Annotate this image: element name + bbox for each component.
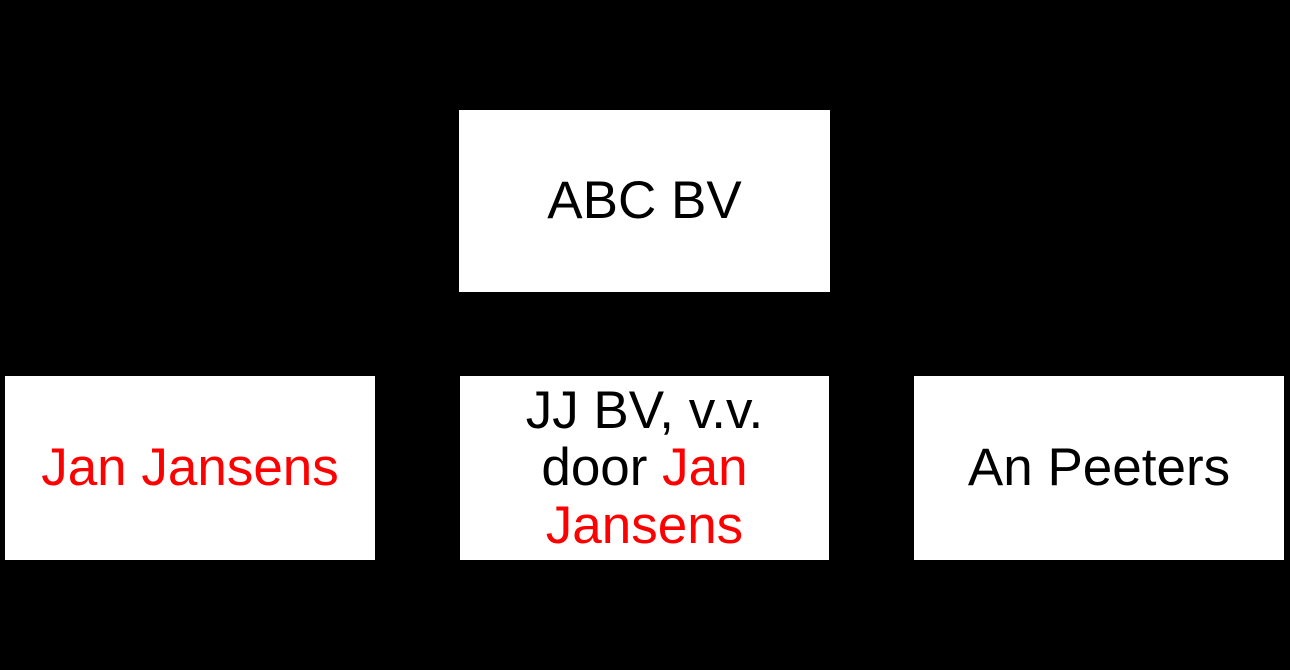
label-line: JJ BV, v.v.	[526, 382, 764, 439]
label-segment: ABC BV	[547, 171, 742, 231]
node-label: An Peeters	[968, 439, 1230, 496]
node-label: ABC BV	[547, 172, 741, 229]
node-abc-bv: ABC BV	[459, 110, 830, 292]
label-line: An Peeters	[968, 439, 1230, 496]
node-jj-bv: JJ BV, v.v. door Jan Jansens	[460, 376, 829, 560]
node-label: JJ BV, v.v. door Jan Jansens	[526, 382, 764, 554]
label-segment: JJ BV, v.v.	[525, 381, 764, 441]
label-segment: Jansens	[545, 495, 744, 555]
node-label: Jan Jansens	[41, 439, 339, 496]
node-an-peeters: An Peeters	[914, 376, 1284, 560]
label-segment: Jan Jansens	[41, 438, 339, 498]
label-segment: Jan	[662, 438, 748, 498]
node-jan-jansens: Jan Jansens	[5, 376, 375, 560]
label-line: Jan Jansens	[41, 439, 339, 496]
label-line: ABC BV	[547, 172, 741, 229]
label-line: Jansens	[526, 495, 764, 555]
label-line: door Jan	[526, 439, 764, 496]
label-segment: door	[541, 438, 663, 498]
label-segment: An Peeters	[967, 438, 1231, 498]
